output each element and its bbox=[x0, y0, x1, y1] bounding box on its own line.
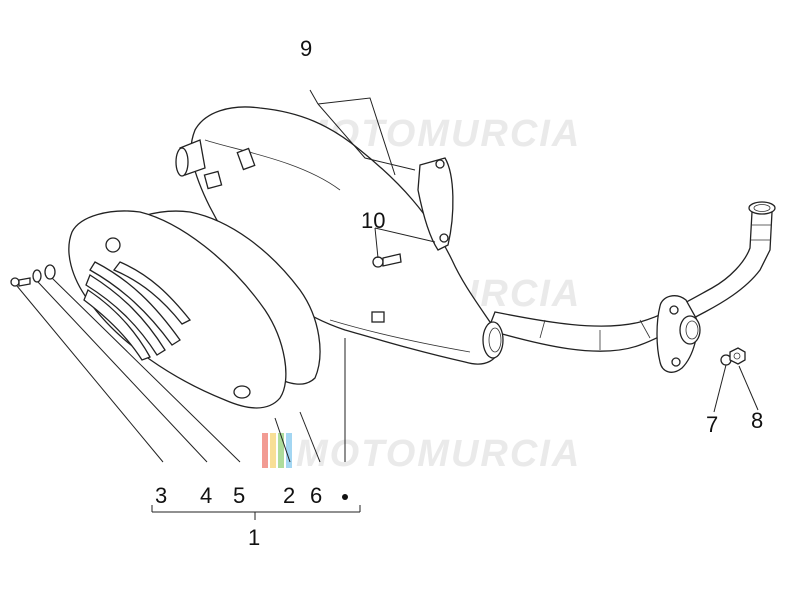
heat-shield-clip bbox=[236, 147, 256, 171]
callout-5: 5 bbox=[233, 483, 245, 508]
muffler-outlet-collar bbox=[482, 321, 504, 359]
pipe-inlet-end bbox=[748, 201, 776, 215]
screw-3 bbox=[10, 277, 31, 287]
heat-shield-clip bbox=[371, 311, 385, 323]
nut-8 bbox=[729, 347, 746, 365]
flange-hole bbox=[671, 357, 681, 367]
cover-mounting-hole bbox=[105, 237, 121, 253]
cover-mounting-hole bbox=[233, 385, 251, 399]
exhaust-pipe bbox=[487, 201, 776, 352]
callout-3: 3 bbox=[155, 483, 167, 508]
muffler-body bbox=[175, 106, 504, 365]
flange-hole bbox=[669, 305, 679, 315]
cover-slot bbox=[89, 261, 181, 346]
washer-4 bbox=[32, 269, 42, 283]
pipe-flange bbox=[656, 295, 701, 373]
assembly-dot bbox=[342, 494, 348, 500]
muffler-bracket bbox=[417, 157, 454, 251]
callout-10: 10 bbox=[361, 208, 385, 233]
callout-1: 1 bbox=[248, 525, 260, 550]
callout-4: 4 bbox=[200, 483, 212, 508]
heat-shield-cover bbox=[68, 210, 287, 409]
cover-slot bbox=[112, 261, 192, 325]
heat-shield-clip bbox=[203, 170, 223, 190]
callout-8: 8 bbox=[751, 408, 763, 433]
watermark-text: MOTOMURCIA bbox=[296, 433, 581, 475]
callout-9: 9 bbox=[300, 36, 312, 61]
callout-6: 6 bbox=[310, 483, 322, 508]
leader-lines bbox=[16, 89, 759, 520]
callout-2: 2 bbox=[283, 483, 295, 508]
callout-7: 7 bbox=[706, 412, 718, 437]
cover-slot bbox=[83, 289, 151, 361]
cover-slot bbox=[85, 274, 166, 356]
watermark-bottom: MOTOMURCIA bbox=[262, 433, 581, 475]
spacer-5 bbox=[44, 264, 56, 280]
